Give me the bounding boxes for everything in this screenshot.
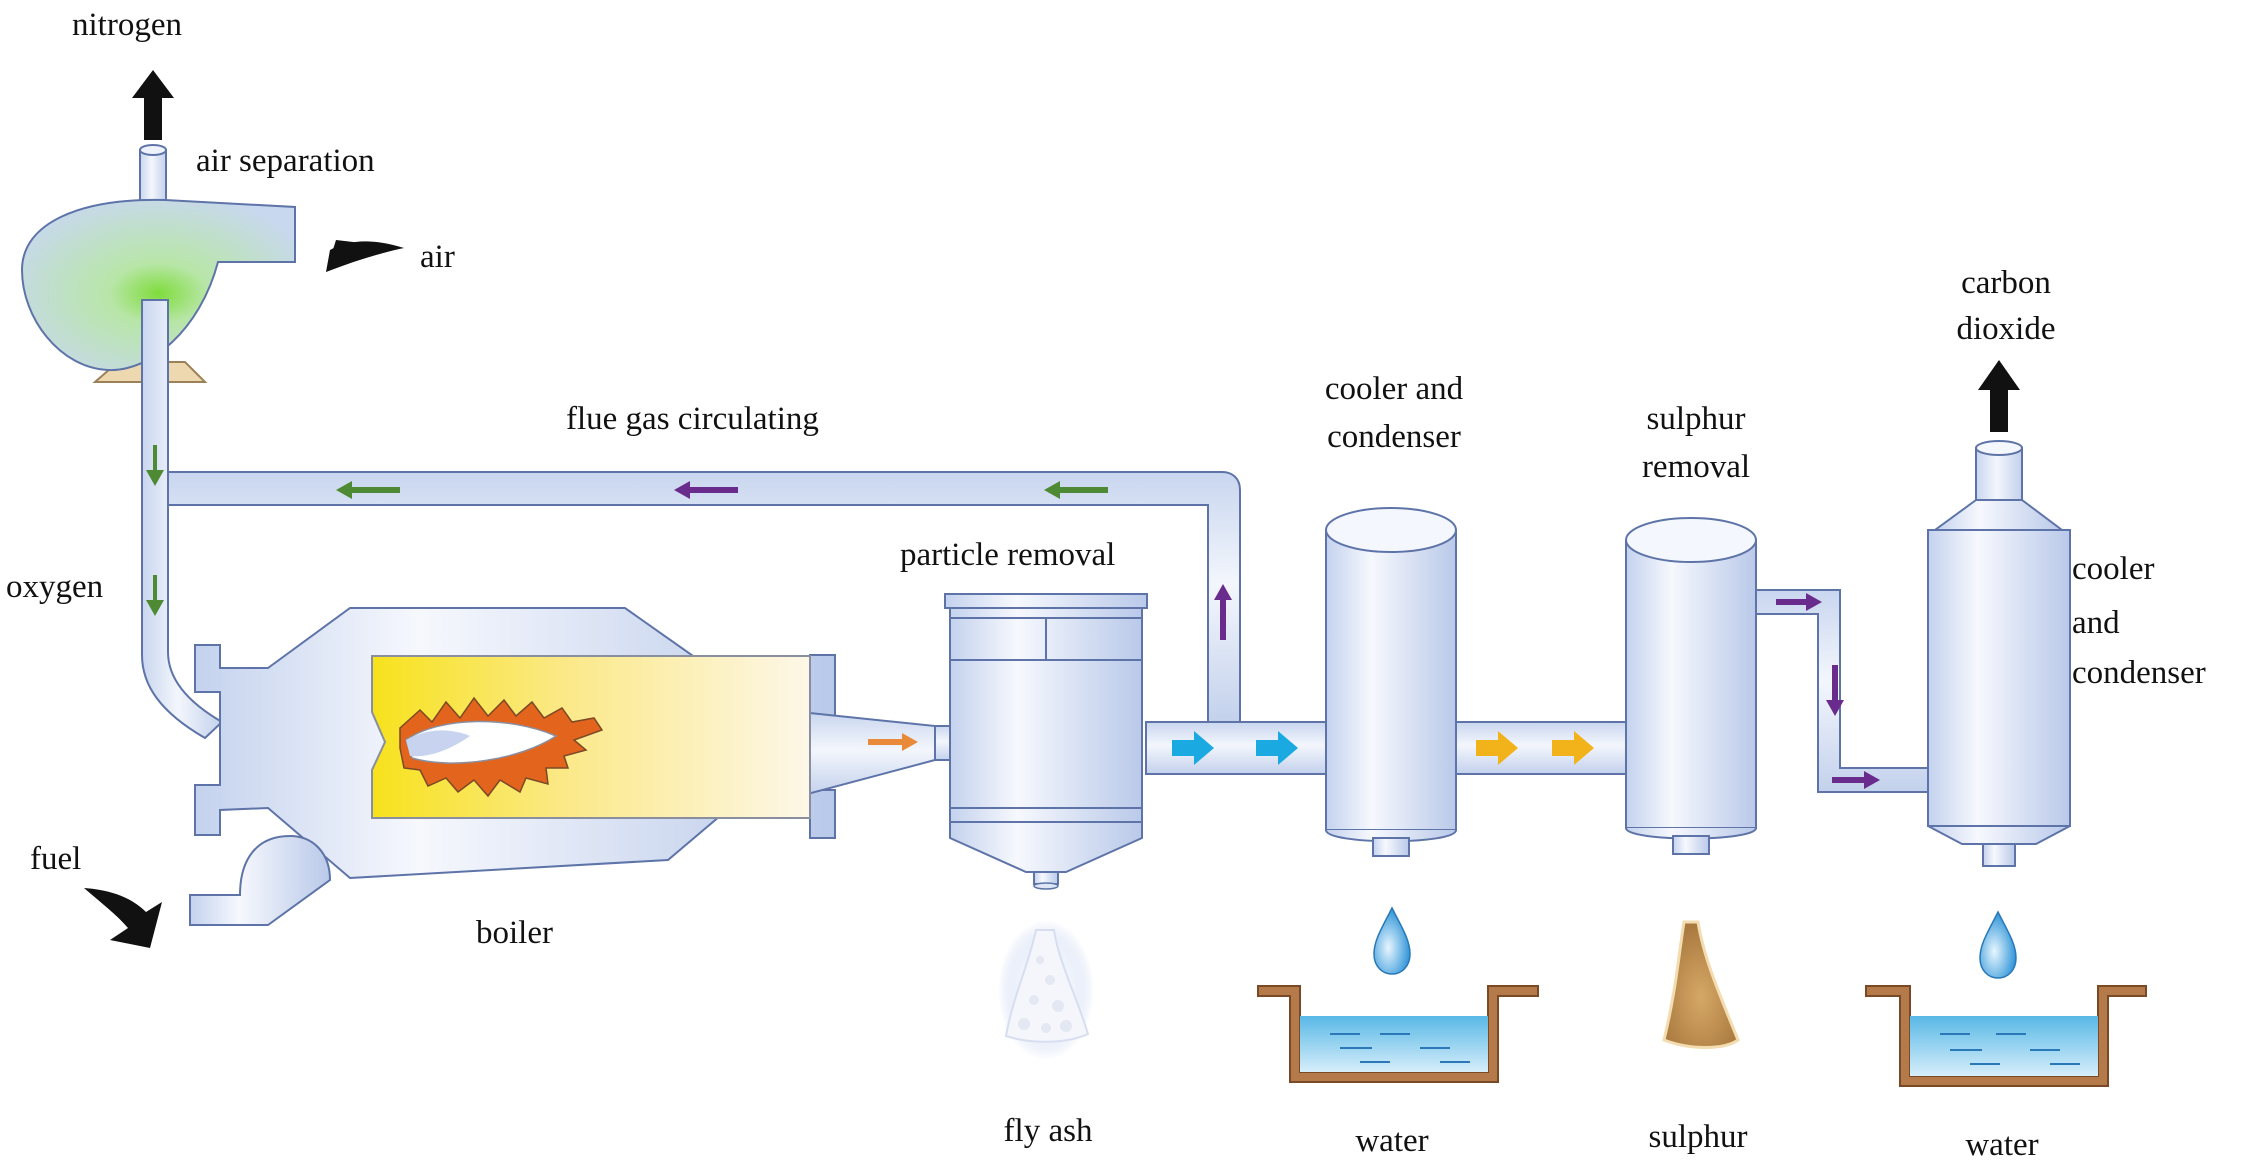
label-nitrogen: nitrogen: [72, 7, 182, 43]
label-oxygen: oxygen: [6, 569, 104, 605]
water-basin-2: [1865, 985, 2147, 1087]
water-drop-2: [1979, 910, 2017, 979]
label-water-2: water: [1965, 1127, 2039, 1163]
oxygen-line: [141, 299, 224, 740]
sulphur-pile: [1662, 920, 1740, 1049]
water-basin-1: [1257, 985, 1539, 1083]
label-fly-ash: fly ash: [1003, 1113, 1093, 1149]
label-cooler-condenser-2-line2: and: [2072, 605, 2120, 641]
label-carbon-dioxide-line1: carbon: [1961, 265, 2051, 301]
cooler-condenser-1: [1325, 507, 1457, 857]
cooler-condenser-2: [1927, 440, 2071, 867]
label-air-separation: air separation: [196, 143, 375, 179]
air-separation-unit: [20, 144, 296, 383]
label-cooler-condenser-2-line3: condenser: [2072, 655, 2206, 691]
fuel-arrow: [84, 888, 162, 948]
label-sulphur-removal-line2: removal: [1641, 449, 1751, 485]
label-flue-gas-circulating: flue gas circulating: [566, 401, 819, 437]
carbon-dioxide-arrow: [1978, 360, 2020, 432]
water-drop-1: [1373, 906, 1411, 975]
nitrogen-arrow: [132, 70, 174, 140]
label-cooler-condenser-1-line1: cooler and: [1324, 371, 1464, 407]
boiler: [189, 607, 936, 926]
particle-removal-unit: [944, 593, 1148, 890]
label-cooler-condenser-1-line2: condenser: [1327, 419, 1461, 455]
label-water-1: water: [1355, 1123, 1429, 1159]
label-particle-removal: particle removal: [900, 537, 1116, 573]
label-carbon-dioxide-line2: dioxide: [1956, 311, 2056, 347]
label-sulphur: sulphur: [1648, 1119, 1748, 1155]
sulphur-removal-unit: [1625, 517, 1757, 855]
air-arrow: [326, 240, 404, 272]
label-fuel: fuel: [30, 841, 82, 877]
label-boiler: boiler: [476, 915, 553, 951]
flue-gas-recirculation-pipe: [167, 471, 1241, 723]
label-cooler-condenser-2-line1: cooler: [2072, 551, 2155, 587]
label-air: air: [420, 239, 455, 275]
flow-arrows: [146, 445, 1880, 789]
label-sulphur-removal-line1: sulphur: [1646, 401, 1746, 437]
fly-ash-pile: [998, 920, 1094, 1060]
